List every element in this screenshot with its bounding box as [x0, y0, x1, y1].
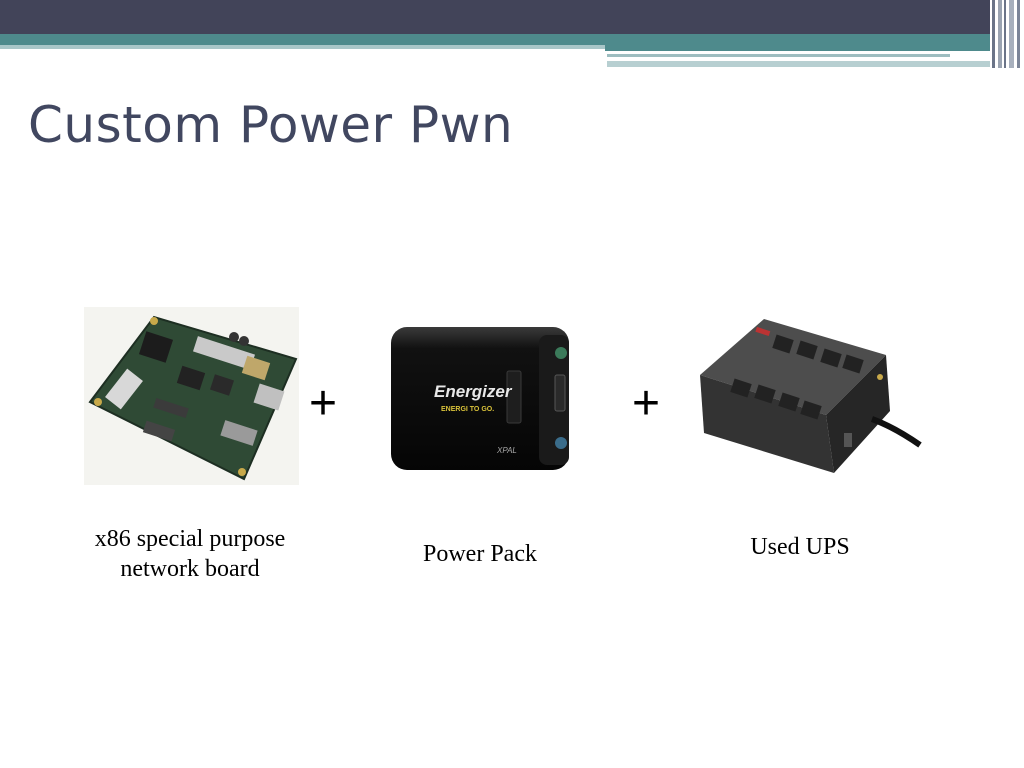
ups-image: [694, 315, 922, 475]
header-step-teal: [605, 45, 1005, 51]
power-pack-caption: Power Pack: [423, 541, 537, 567]
power-pack-brand-text: Energizer: [434, 382, 513, 401]
header-stripes: [990, 0, 1024, 68]
ups-caption: Used UPS: [750, 534, 850, 560]
power-pack-model-text: XPAL: [496, 446, 517, 455]
plus-operator: +: [632, 377, 661, 430]
board-caption-line: network board: [120, 556, 260, 582]
header-light-line: [0, 45, 605, 49]
power-pack-tagline-text: ENERGI TO GO.: [441, 406, 494, 413]
circuit-board-image: [84, 307, 299, 485]
header-dark-bar: [0, 0, 1024, 34]
power-pack-image: Energizer ENERGI TO GO. XPAL: [389, 325, 574, 475]
header-teal-bar: [0, 34, 1024, 45]
board-caption-line: x86 special purpose: [94, 526, 286, 552]
header-step-line: [607, 54, 950, 57]
header-step-line: [607, 61, 1002, 67]
board-caption: x86 special purpose network board: [60, 524, 320, 584]
plus-operator: +: [309, 377, 338, 430]
slide-title: Custom Power Pwn: [28, 96, 514, 154]
